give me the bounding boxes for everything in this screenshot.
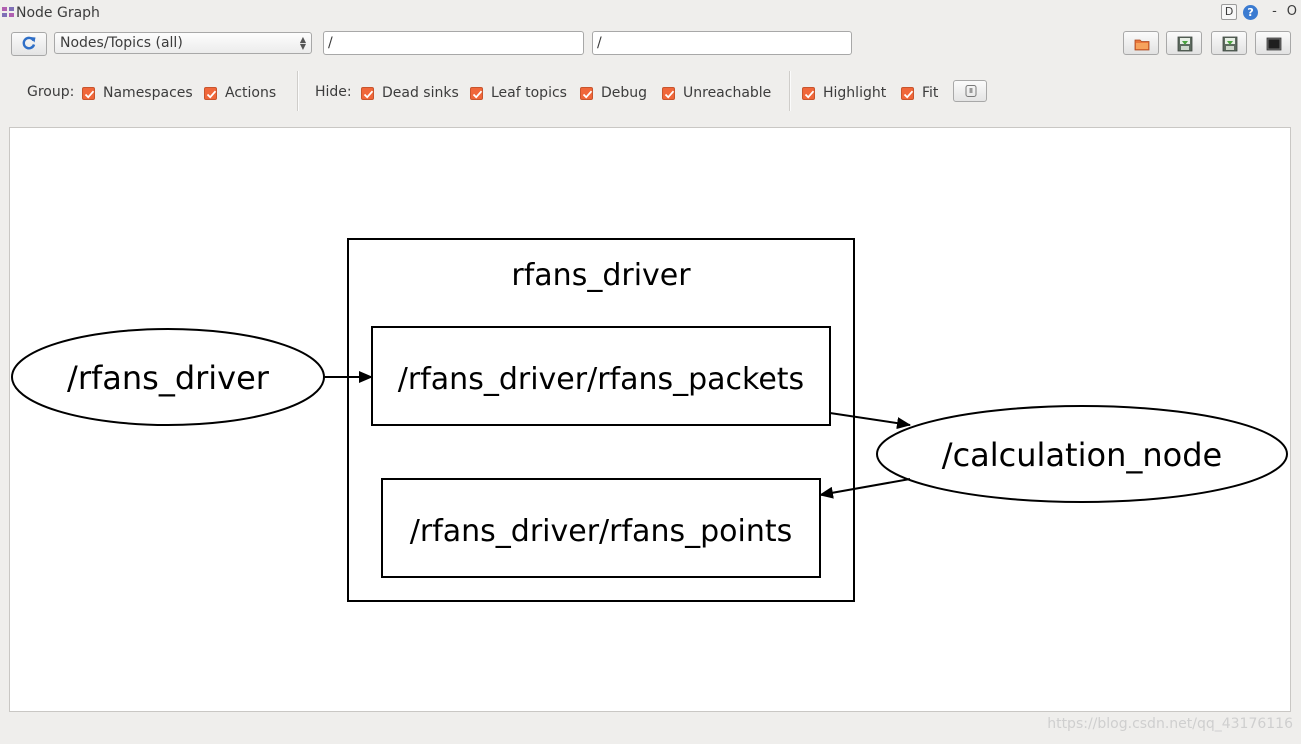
topic-label-points: /rfans_driver/rfans_points — [410, 514, 792, 549]
fit-checkbox[interactable]: Fit — [901, 84, 938, 102]
separator — [297, 71, 298, 111]
actions-checkbox[interactable]: Actions — [204, 84, 276, 102]
save-dot-icon — [1177, 36, 1193, 52]
topic-node-points[interactable] — [381, 478, 821, 578]
unreachable-label: Unreachable — [683, 85, 772, 101]
namespaces-label: Namespaces — [103, 85, 193, 101]
node-label-rfans-driver: /rfans_driver — [67, 359, 270, 397]
window-title: Node Graph — [16, 5, 100, 21]
group-label: Group: — [27, 84, 75, 100]
unreachable-checkbox[interactable]: Unreachable — [662, 84, 771, 102]
open-folder-icon — [1134, 39, 1150, 51]
leaf-topics-checkbox[interactable]: Leaf topics — [470, 84, 567, 102]
checkbox-checked-icon — [901, 86, 914, 100]
highlight-checkbox[interactable]: Highlight — [802, 84, 886, 102]
graph-mode-select[interactable]: Nodes/Topics (all) ▲▼ — [54, 32, 312, 54]
leaf-topics-label: Leaf topics — [491, 85, 567, 101]
dead-sinks-checkbox[interactable]: Dead sinks — [361, 84, 459, 102]
help-icon[interactable]: ? — [1243, 4, 1259, 20]
graph-canvas[interactable]: rfans_driver /rfans_driver/rfans_packets… — [9, 127, 1291, 712]
d-button[interactable]: D — [1221, 4, 1238, 20]
node-label-calculation: /calculation_node — [942, 436, 1222, 474]
checkbox-checked-icon — [662, 86, 675, 100]
checkbox-checked-icon — [802, 86, 815, 100]
namespaces-checkbox[interactable]: Namespaces — [82, 84, 193, 102]
dead-sinks-label: Dead sinks — [382, 85, 459, 101]
fit-label: Fit — [922, 85, 939, 101]
namespace-cluster — [347, 238, 855, 602]
edge-packets-to-calc — [829, 412, 911, 430]
close-button[interactable]: O — [1286, 4, 1297, 19]
node-calculation[interactable] — [876, 405, 1288, 503]
save-image-button[interactable] — [1211, 31, 1247, 55]
highlight-label: Highlight — [823, 85, 887, 101]
fit-in-view-icon — [965, 85, 977, 97]
actions-label: Actions — [225, 85, 277, 101]
checkbox-checked-icon — [470, 86, 483, 100]
save-dot-button[interactable] — [1166, 31, 1202, 55]
topic-label-packets: /rfans_driver/rfans_packets — [398, 362, 804, 397]
hide-label: Hide: — [315, 84, 352, 100]
fit-in-view-button[interactable] — [953, 80, 987, 102]
checkbox-checked-icon — [204, 86, 217, 100]
combo-arrow-icon: ▲▼ — [299, 35, 306, 51]
graph-mode-value: Nodes/Topics (all) — [60, 35, 183, 51]
debug-label: Debug — [601, 85, 648, 101]
edge-calc-to-points — [819, 478, 911, 499]
watermark: https://blog.csdn.net/qq_43176116 — [1047, 716, 1293, 732]
checkbox-checked-icon — [82, 86, 95, 100]
checkbox-checked-icon — [580, 86, 593, 100]
minimize-button[interactable]: - — [1272, 4, 1277, 19]
app-icon — [2, 7, 14, 17]
screenshot-button[interactable] — [1255, 31, 1291, 55]
screenshot-icon — [1266, 37, 1282, 51]
title-bar: Node Graph D ? - O — [0, 0, 1301, 27]
checkbox-checked-icon — [361, 86, 374, 100]
refresh-button[interactable] — [11, 32, 47, 56]
debug-checkbox[interactable]: Debug — [580, 84, 647, 102]
load-dot-button[interactable] — [1123, 31, 1159, 55]
refresh-icon — [22, 36, 36, 50]
separator — [789, 71, 790, 111]
topic-filter-input[interactable]: / — [592, 31, 852, 55]
save-image-icon — [1222, 36, 1238, 52]
cluster-label: rfans_driver — [511, 258, 691, 293]
node-filter-input[interactable]: / — [323, 31, 584, 55]
